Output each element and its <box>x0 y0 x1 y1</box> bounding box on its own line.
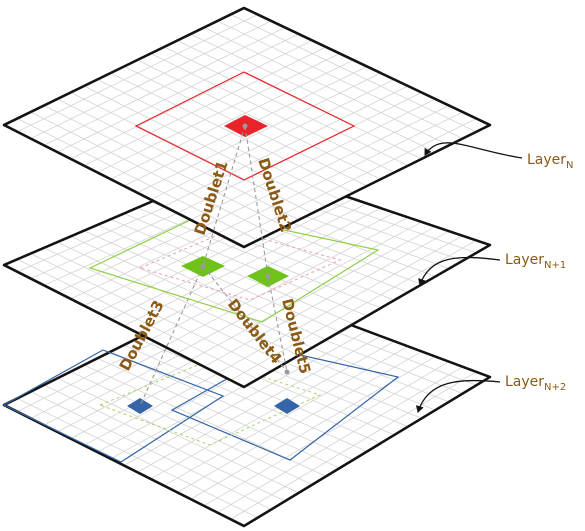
grid-line <box>203 361 450 507</box>
grid-line <box>230 371 477 520</box>
node-green-right <box>265 273 271 279</box>
doublet1-line <box>202 125 246 267</box>
grid-line <box>203 105 450 228</box>
blue-cell-left <box>127 398 153 414</box>
doublet4-line <box>202 265 288 373</box>
grid-line <box>217 235 463 374</box>
layer-n1-grid <box>17 166 477 381</box>
grid-line <box>217 366 463 513</box>
layer-n1-label: LayerN+1 <box>505 252 566 271</box>
layer-n-leader <box>424 142 523 159</box>
layer-n1-plate <box>2 160 492 389</box>
grid-line <box>217 111 463 234</box>
grid-line <box>230 118 477 241</box>
grid-line <box>230 14 477 133</box>
blue-cell-right <box>274 398 300 414</box>
node-blue-right <box>284 369 290 375</box>
layer-n-label: LayerN <box>527 152 574 171</box>
red-dashed-region <box>138 229 342 301</box>
node-green-left <box>200 263 206 269</box>
green-region <box>88 212 380 323</box>
layer-n2-label: LayerN+2 <box>505 374 566 393</box>
doublet5-line <box>267 275 288 373</box>
layer-n1-leader <box>418 256 501 286</box>
doublet-connections <box>139 123 290 407</box>
red-region <box>134 71 356 181</box>
layer-n2-leader <box>415 379 501 413</box>
grid-line <box>230 240 477 381</box>
node-red <box>242 123 248 129</box>
layer-n2-plate <box>2 283 492 528</box>
blue-region-left <box>2 349 225 463</box>
layer-n-grid <box>17 14 477 241</box>
green-dashed-region <box>98 359 322 446</box>
grid-line <box>217 20 463 139</box>
doublet2-line <box>244 125 269 277</box>
grid-line <box>203 230 450 368</box>
layer-n2-regions <box>2 349 400 463</box>
doublet3-line <box>139 265 204 407</box>
